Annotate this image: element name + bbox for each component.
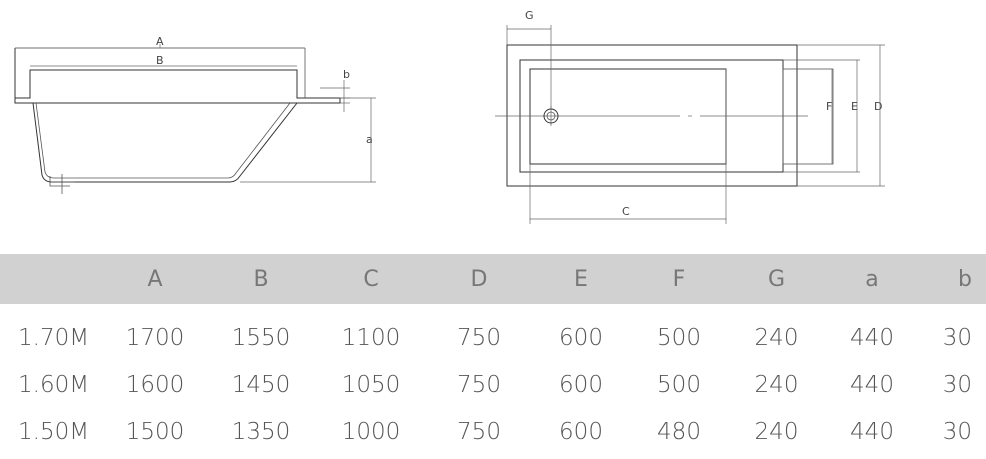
header-cell: b: [920, 254, 986, 304]
table-cell: 600: [559, 324, 603, 351]
table-cell: 1050: [341, 371, 401, 398]
table-cell: 1.50M: [18, 418, 90, 445]
table-cell: 440: [850, 324, 894, 351]
label-G: G: [525, 9, 534, 22]
table-cell: 750: [457, 324, 501, 351]
header-cell: G: [729, 254, 824, 304]
table-cell: 1700: [125, 324, 185, 351]
side-view-drawing: A B b a: [14, 35, 376, 194]
label-B: B: [156, 54, 164, 67]
tub-side-body: [32, 102, 298, 183]
outer-frame: [506, 44, 798, 187]
dimensions-table: A B C D E F G a b 1.70M 1700 1550 1100 7…: [0, 254, 986, 455]
label-A: A: [156, 35, 164, 48]
table-row: 1.60M 1600 1450 1050 750 600 500 240 440…: [0, 361, 986, 408]
table-cell: 1550: [231, 324, 291, 351]
table-cell: 1.70M: [18, 324, 90, 351]
header-cell: a: [824, 254, 920, 304]
table-cell: 1500: [125, 418, 185, 445]
label-D: D: [874, 100, 882, 113]
header-cell: C: [317, 254, 425, 304]
header-cell: [0, 254, 105, 304]
table-cell: 1350: [231, 418, 291, 445]
table-cell: 1450: [231, 371, 291, 398]
header-cell: E: [533, 254, 629, 304]
table-cell: 750: [457, 371, 501, 398]
tub-basin: [529, 68, 727, 165]
top-view-drawing: G F E D C: [495, 9, 885, 224]
table-header-row: A B C D E F G a b: [0, 254, 986, 304]
table-cell: 500: [657, 324, 701, 351]
label-a: a: [366, 133, 373, 146]
table-cell: 480: [657, 418, 701, 445]
header-cell: D: [425, 254, 533, 304]
table-cell: 1000: [341, 418, 401, 445]
tub-side-rim: [14, 48, 341, 104]
header-cell: F: [629, 254, 729, 304]
table-cell: 30: [942, 324, 972, 351]
drain-detail: [49, 176, 70, 187]
label-F: F: [826, 100, 832, 113]
table-cell: 30: [942, 371, 972, 398]
table-cell: 30: [942, 418, 972, 445]
table-row: 1.70M 1700 1550 1100 750 600 500 240 440…: [0, 304, 986, 361]
table-cell: 1.60M: [18, 371, 90, 398]
table-cell: 600: [559, 371, 603, 398]
table-cell: 240: [754, 324, 799, 351]
table-cell: 440: [850, 371, 894, 398]
table-cell: 1600: [125, 371, 185, 398]
table-cell: 500: [657, 371, 701, 398]
table-row: 1.50M 1500 1350 1000 750 600 480 240 440…: [0, 408, 986, 455]
table-cell: 750: [457, 418, 501, 445]
header-cell: A: [105, 254, 205, 304]
label-E: E: [851, 100, 858, 113]
label-C: C: [622, 205, 630, 218]
table-cell: 600: [559, 418, 603, 445]
table-cell: 240: [754, 418, 799, 445]
table-cell: 1100: [341, 324, 401, 351]
label-b: b: [343, 68, 350, 81]
table-cell: 440: [850, 418, 894, 445]
technical-drawings: A B b a: [14, 9, 885, 224]
table-cell: 240: [754, 371, 799, 398]
header-cell: B: [205, 254, 317, 304]
